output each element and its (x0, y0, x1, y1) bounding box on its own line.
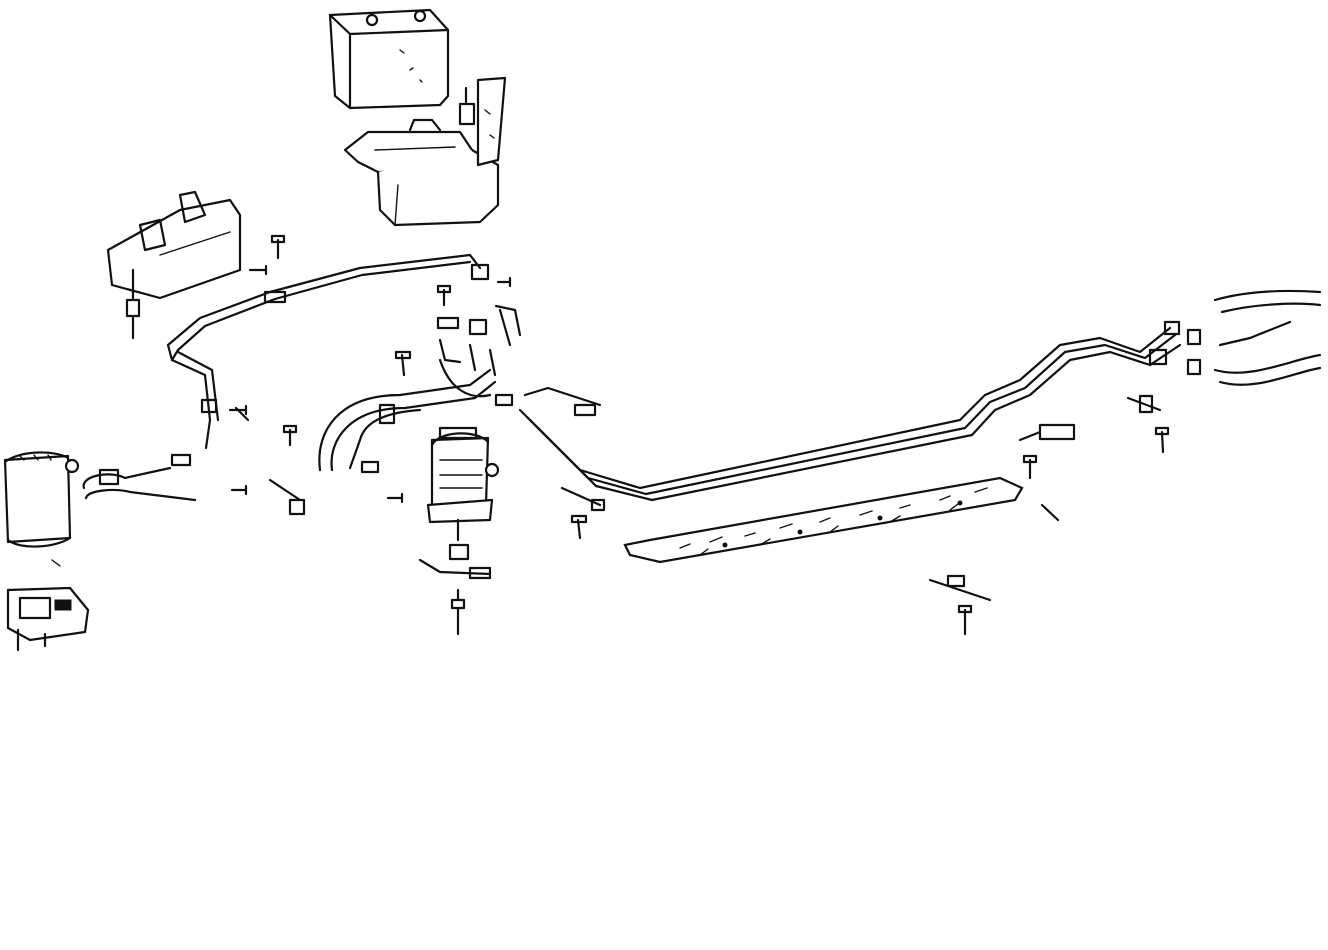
bolts-and-clips (170, 234, 1181, 636)
battery (328, 8, 450, 110)
battery-tray (343, 118, 500, 227)
charcoal-canister (106, 190, 242, 340)
fuel-lines (166, 253, 1322, 502)
heat-shield (623, 476, 1024, 564)
hoses (82, 358, 497, 502)
fuel-pump-assembly (6, 559, 90, 652)
in-line-fuel-filter (418, 426, 500, 636)
fuel-filter-cylinder (3, 451, 80, 548)
filler-neck (458, 76, 507, 167)
